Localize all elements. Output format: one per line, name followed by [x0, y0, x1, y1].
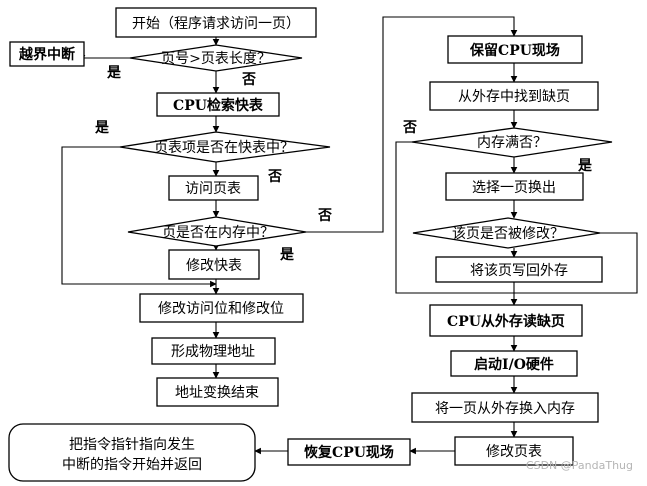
in-memory-decision: 页是否在内存中？	[127, 216, 307, 247]
memory-full-text: 内存满否？	[477, 135, 547, 151]
page-modified-text: 该页是否被修改？	[452, 226, 564, 242]
page-modified-decision: 该页是否被修改？	[412, 217, 601, 249]
select-page-out-text: 选择一页换出	[472, 179, 556, 196]
label-no-overflow: 否	[241, 72, 256, 88]
find-missing-page-text: 从外存中找到缺页	[458, 89, 570, 105]
return-text-line2: 中断的指令开始并返回	[62, 457, 202, 473]
translation-end-node: 地址变换结束	[156, 377, 279, 407]
memory-full-decision: 内存满否？	[411, 127, 613, 158]
modify-page-table-text: 修改页表	[486, 444, 542, 460]
page-limit-text: 页号>页表长度？	[161, 51, 271, 67]
cpu-read-page-text: CPU从外存读缺页	[447, 313, 565, 330]
label-yes-memory: 是	[280, 247, 295, 263]
swap-in-node: 将一页从外存换入内存	[411, 392, 599, 423]
save-cpu-state-text: 保留CPU现场	[469, 42, 560, 59]
label-yes-overflow: 是	[107, 65, 122, 81]
cpu-read-page-node: CPU从外存读缺页	[429, 304, 583, 337]
save-cpu-state-node: 保留CPU现场	[447, 35, 583, 64]
modify-access-bit-text: 修改访问位和修改位	[158, 301, 284, 317]
write-back-node: 将该页写回外存	[435, 256, 603, 283]
cpu-search-tlb-text: CPU检索快表	[173, 97, 264, 114]
modify-tlb-node: 修改快表	[168, 249, 260, 280]
label-yes-full: 是	[578, 158, 593, 174]
label-no-full: 否	[402, 120, 417, 136]
start-io-node: 启动I/O硬件	[450, 350, 578, 377]
in-memory-text: 页是否在内存中？	[162, 225, 274, 241]
return-text-line1: 把指令指针指向发生	[69, 437, 195, 453]
access-page-table-node: 访问页表	[168, 175, 259, 201]
restore-cpu-state-node: 恢复CPU现场	[287, 438, 411, 466]
modify-page-table-node: 修改页表	[454, 436, 574, 466]
start-text: 开始（程序请求访问一页）	[132, 16, 300, 32]
access-page-table-text: 访问页表	[185, 181, 241, 197]
page-limit-decision: 页号>页表长度？	[129, 44, 303, 72]
watermark: CSDN @PandaThug	[525, 459, 633, 472]
label-no-memory: 否	[317, 208, 332, 224]
find-missing-page-node: 从外存中找到缺页	[429, 81, 599, 111]
swap-in-text: 将一页从外存换入内存	[435, 400, 575, 417]
form-physical-address-node: 形成物理地址	[151, 337, 276, 365]
branch-labels: 是 否 是 否 否 是 否 是	[95, 65, 593, 263]
start-io-text: 启动I/O硬件	[474, 356, 554, 373]
start-node: 开始（程序请求访问一页）	[115, 7, 317, 38]
in-tlb-text: 页表项是否在快表中？	[154, 140, 294, 156]
select-page-out-node: 选择一页换出	[445, 172, 584, 201]
restore-cpu-state-text: 恢复CPU现场	[304, 444, 394, 461]
label-no-tlb: 否	[267, 169, 282, 185]
write-back-text: 将该页写回外存	[470, 263, 568, 279]
cpu-search-tlb-node: CPU检索快表	[156, 92, 280, 117]
label-yes-tlb: 是	[95, 120, 110, 136]
modify-access-bit-node: 修改访问位和修改位	[139, 293, 304, 323]
out-of-bounds-node: 越界中断	[9, 41, 85, 67]
modify-tlb-text: 修改快表	[186, 258, 242, 274]
return-node: 把指令指针指向发生 中断的指令开始并返回	[8, 423, 256, 482]
edges	[61, 16, 638, 455]
out-of-bounds-text: 越界中断	[18, 46, 75, 63]
form-physical-address-text: 形成物理地址	[171, 344, 255, 360]
in-tlb-decision: 页表项是否在快表中？	[119, 131, 331, 163]
translation-end-text: 地址变换结束	[175, 384, 259, 401]
